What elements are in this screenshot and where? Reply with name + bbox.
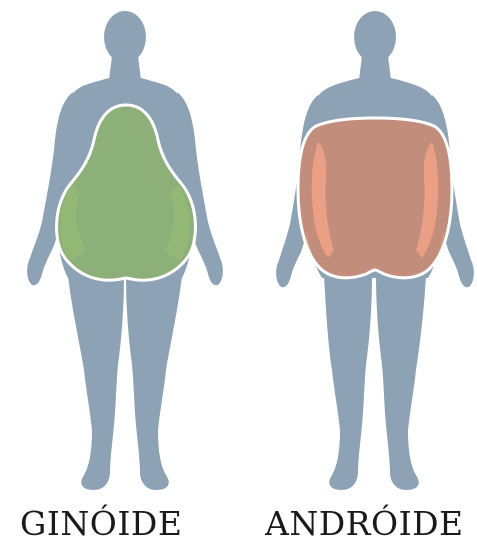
- android-left-leg: [324, 276, 372, 490]
- android-right-leg: [376, 276, 426, 490]
- android-head: [354, 11, 396, 63]
- gynoid-head: [104, 11, 146, 63]
- android-caption: ANDRÓIDE: [265, 504, 477, 544]
- android-neck: [359, 56, 391, 80]
- gynoid-neck: [109, 56, 141, 80]
- android-figure: [276, 11, 474, 490]
- gynoid-caption: GINÓIDE: [20, 504, 182, 544]
- gynoid-left-leg: [68, 276, 124, 490]
- gynoid-figure: [27, 11, 223, 490]
- gynoid-right-leg: [126, 276, 182, 490]
